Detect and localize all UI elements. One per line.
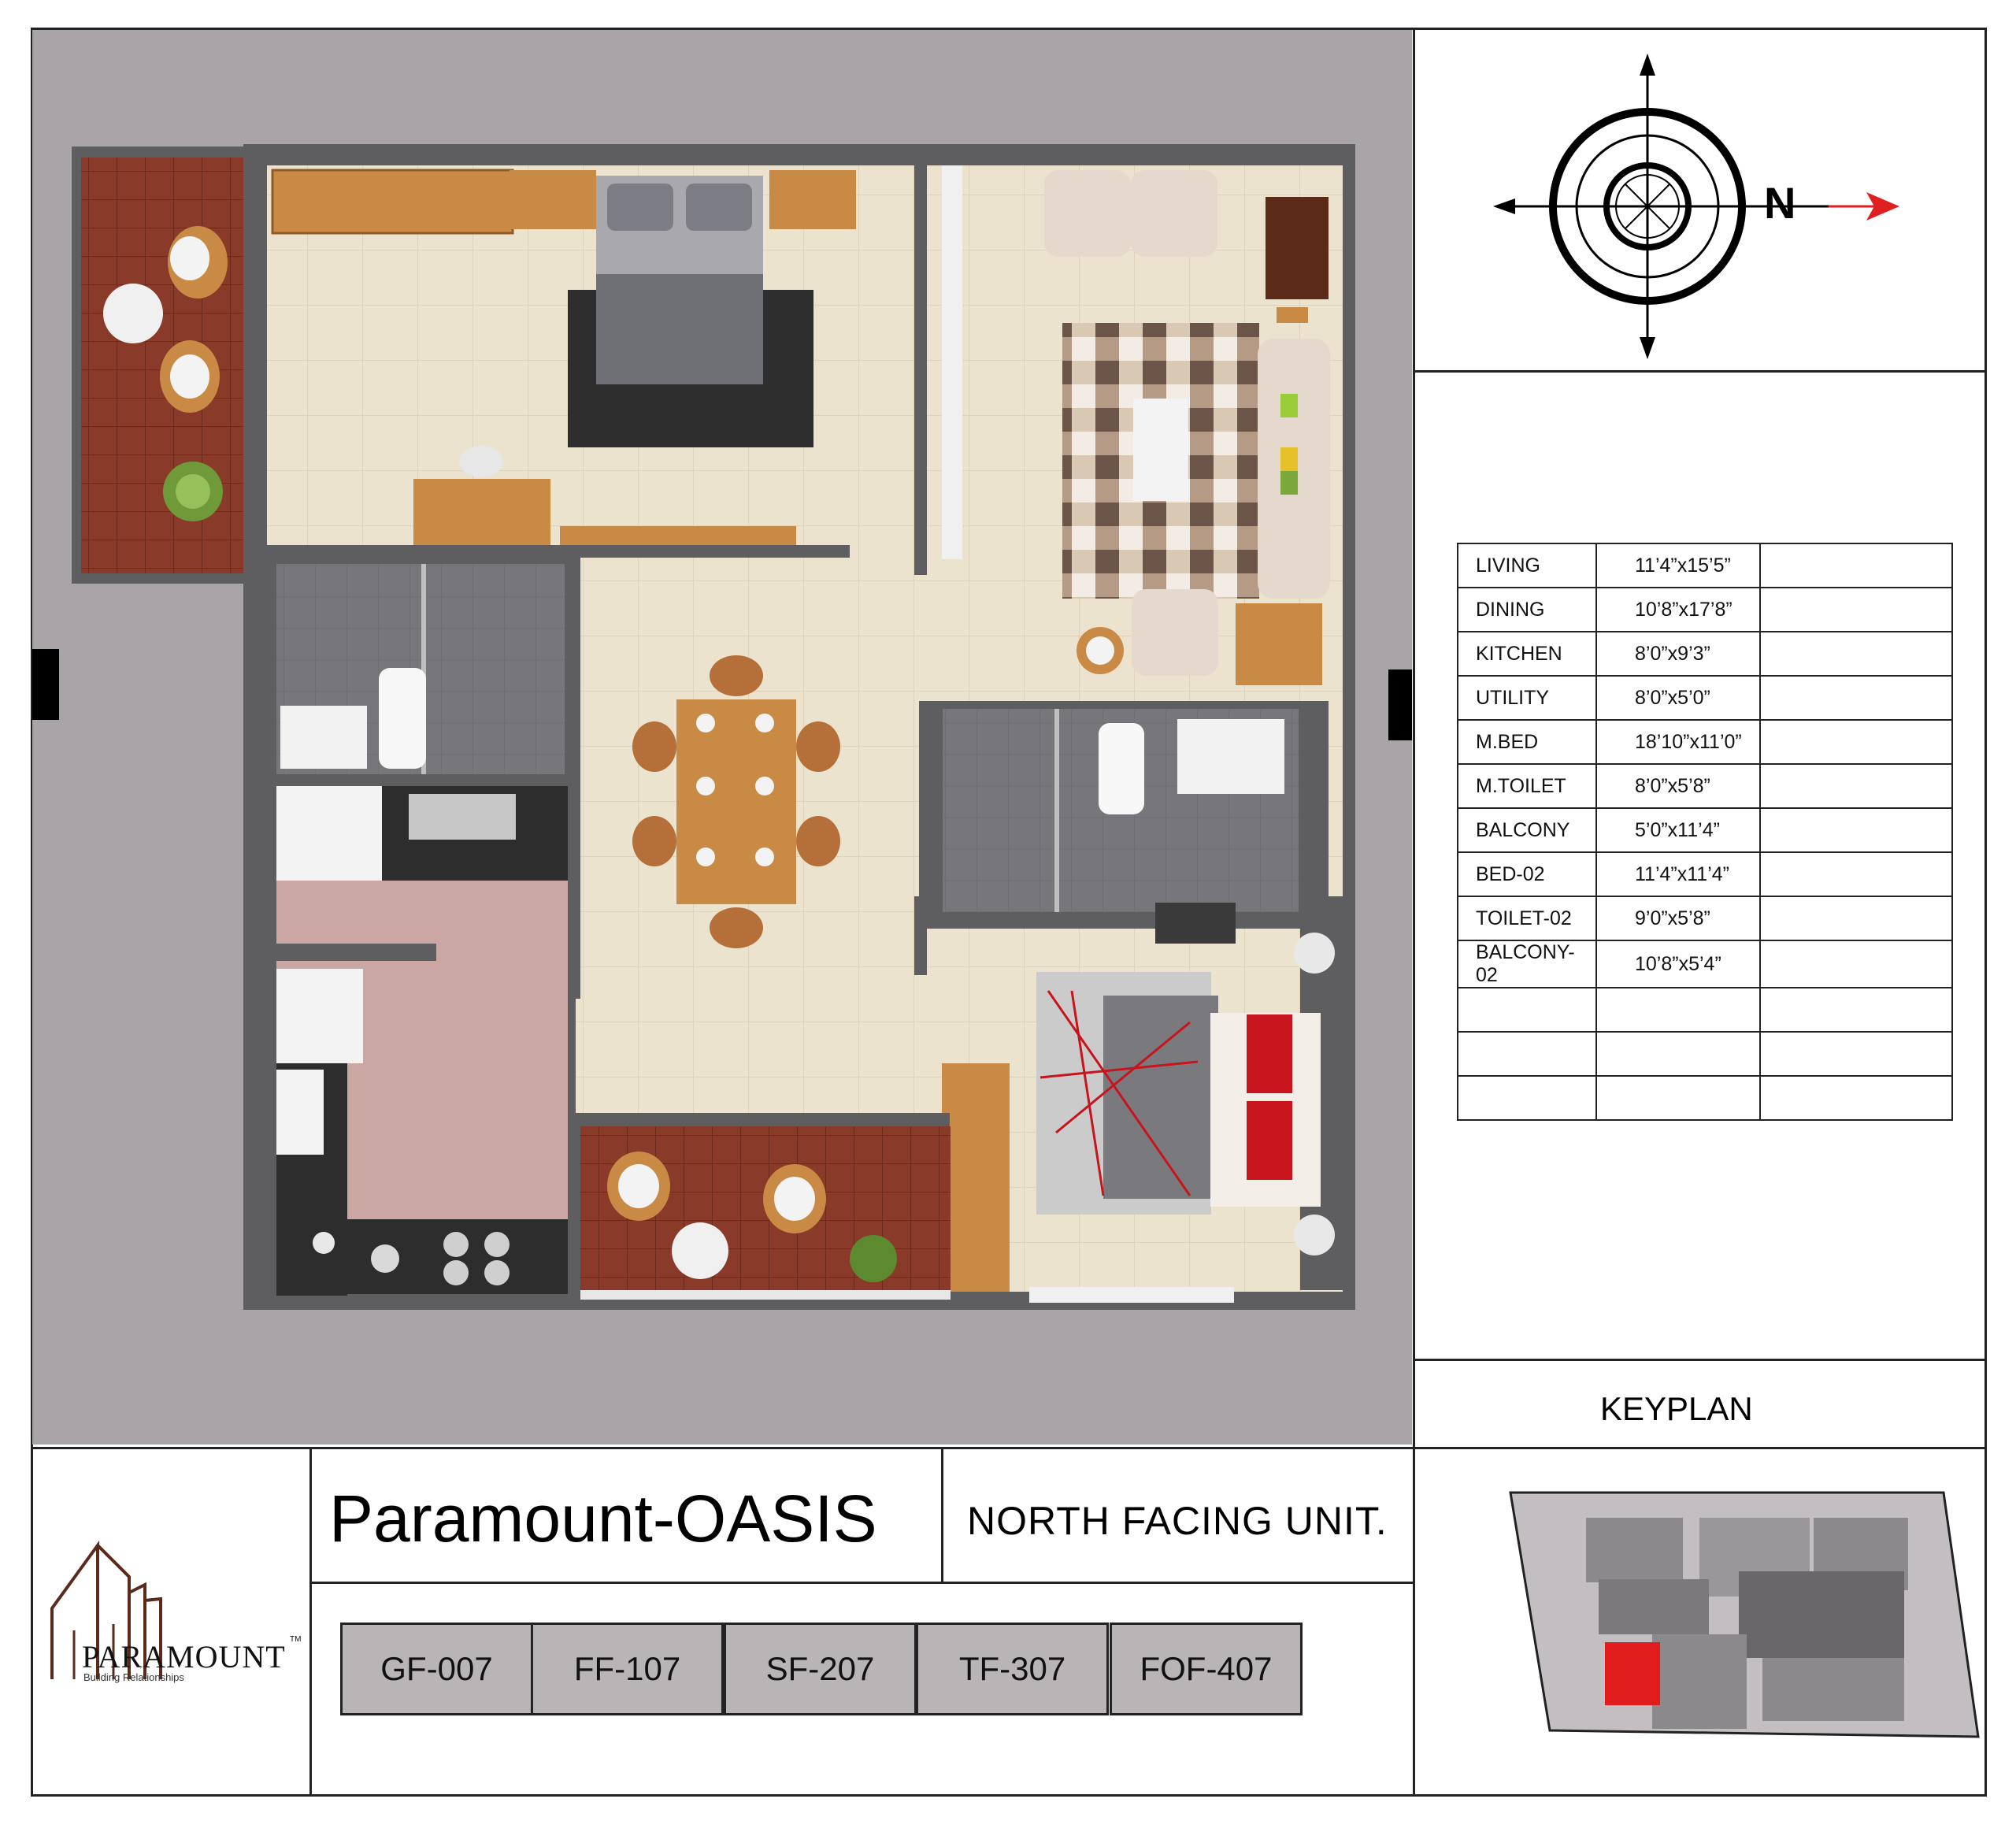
room-size: 10’8”x17’8” bbox=[1595, 587, 1761, 632]
room-size: 9’0”x5’8” bbox=[1595, 896, 1761, 941]
room-note bbox=[1759, 675, 1953, 721]
keyplan-label: KEYPLAN bbox=[1600, 1390, 1753, 1427]
project-title: Paramount-OASIS bbox=[329, 1482, 877, 1556]
compass-rose bbox=[1493, 54, 1899, 359]
room-name bbox=[1457, 1075, 1597, 1121]
room-size: 8’0”x5’0” bbox=[1595, 675, 1761, 721]
room-name: TOILET-02 bbox=[1457, 896, 1597, 941]
room-note bbox=[1759, 543, 1953, 588]
room-note bbox=[1759, 987, 1953, 1033]
paramount-logo-icon bbox=[50, 1540, 162, 1679]
room-name: DINING bbox=[1457, 587, 1597, 632]
compass-north-label: N bbox=[1764, 178, 1796, 228]
unit-fof: FOF-407 bbox=[1110, 1623, 1303, 1715]
logo-divider bbox=[309, 1447, 312, 1797]
room-name: KITCHEN bbox=[1457, 631, 1597, 677]
room-name: BED-02 bbox=[1457, 851, 1597, 897]
floor-plan bbox=[32, 30, 1412, 1445]
logo-tagline: Building Relationships bbox=[83, 1671, 184, 1683]
room-note bbox=[1759, 940, 1953, 988]
unit-tf: TF-307 bbox=[916, 1623, 1109, 1715]
sheet-border bbox=[31, 28, 1987, 1797]
unit-gf: GF-007 bbox=[340, 1623, 533, 1715]
room-size: 11’4”x11’4” bbox=[1595, 851, 1761, 897]
title-divider bbox=[941, 1447, 943, 1582]
logo-tm: TM bbox=[290, 1635, 302, 1644]
room-name: BALCONY bbox=[1457, 807, 1597, 853]
room-note bbox=[1759, 631, 1953, 677]
room-name: M.BED bbox=[1457, 719, 1597, 765]
room-note bbox=[1759, 587, 1953, 632]
room-size: 8’0”x9’3” bbox=[1595, 631, 1761, 677]
logo-brand: PARAMOUNT bbox=[82, 1639, 286, 1675]
room-size: 11’4”x15’5” bbox=[1595, 543, 1761, 588]
room-size: 8’0”x5’8” bbox=[1595, 763, 1761, 809]
room-size: 10’8”x5’4” bbox=[1595, 940, 1761, 988]
keyplan-diagram bbox=[1509, 1491, 1980, 1738]
room-name: M.TOILET bbox=[1457, 763, 1597, 809]
room-name bbox=[1457, 987, 1597, 1033]
room-note bbox=[1759, 896, 1953, 941]
title-bottom bbox=[309, 1582, 1415, 1584]
room-note bbox=[1759, 763, 1953, 809]
room-name: BALCONY-02 bbox=[1457, 940, 1597, 988]
keyplan-divider bbox=[1413, 1359, 1987, 1361]
unit-ff: FF-107 bbox=[531, 1623, 724, 1715]
dimension-row bbox=[1457, 987, 1953, 1033]
dimension-row bbox=[1457, 1031, 1953, 1077]
unit-sf: SF-207 bbox=[724, 1623, 917, 1715]
title-block-top bbox=[31, 1447, 1987, 1449]
room-note bbox=[1759, 1031, 1953, 1077]
room-size: 5’0”x11’4” bbox=[1595, 807, 1761, 853]
room-note bbox=[1759, 719, 1953, 765]
room-size bbox=[1595, 1031, 1761, 1077]
room-note bbox=[1759, 851, 1953, 897]
room-size bbox=[1595, 987, 1761, 1033]
room-size bbox=[1595, 1075, 1761, 1121]
room-name: UTILITY bbox=[1457, 675, 1597, 721]
room-size: 18’10”x11’0” bbox=[1595, 719, 1761, 765]
room-name bbox=[1457, 1031, 1597, 1077]
keyplan-box-divider bbox=[1413, 1447, 1415, 1797]
room-name: LIVING bbox=[1457, 543, 1597, 588]
compass-divider bbox=[1413, 370, 1987, 373]
room-note bbox=[1759, 807, 1953, 853]
facing-label: NORTH FACING UNIT. bbox=[967, 1499, 1388, 1543]
right-panel-divider bbox=[1413, 28, 1415, 1447]
dimension-row bbox=[1457, 1075, 1953, 1121]
room-note bbox=[1759, 1075, 1953, 1121]
